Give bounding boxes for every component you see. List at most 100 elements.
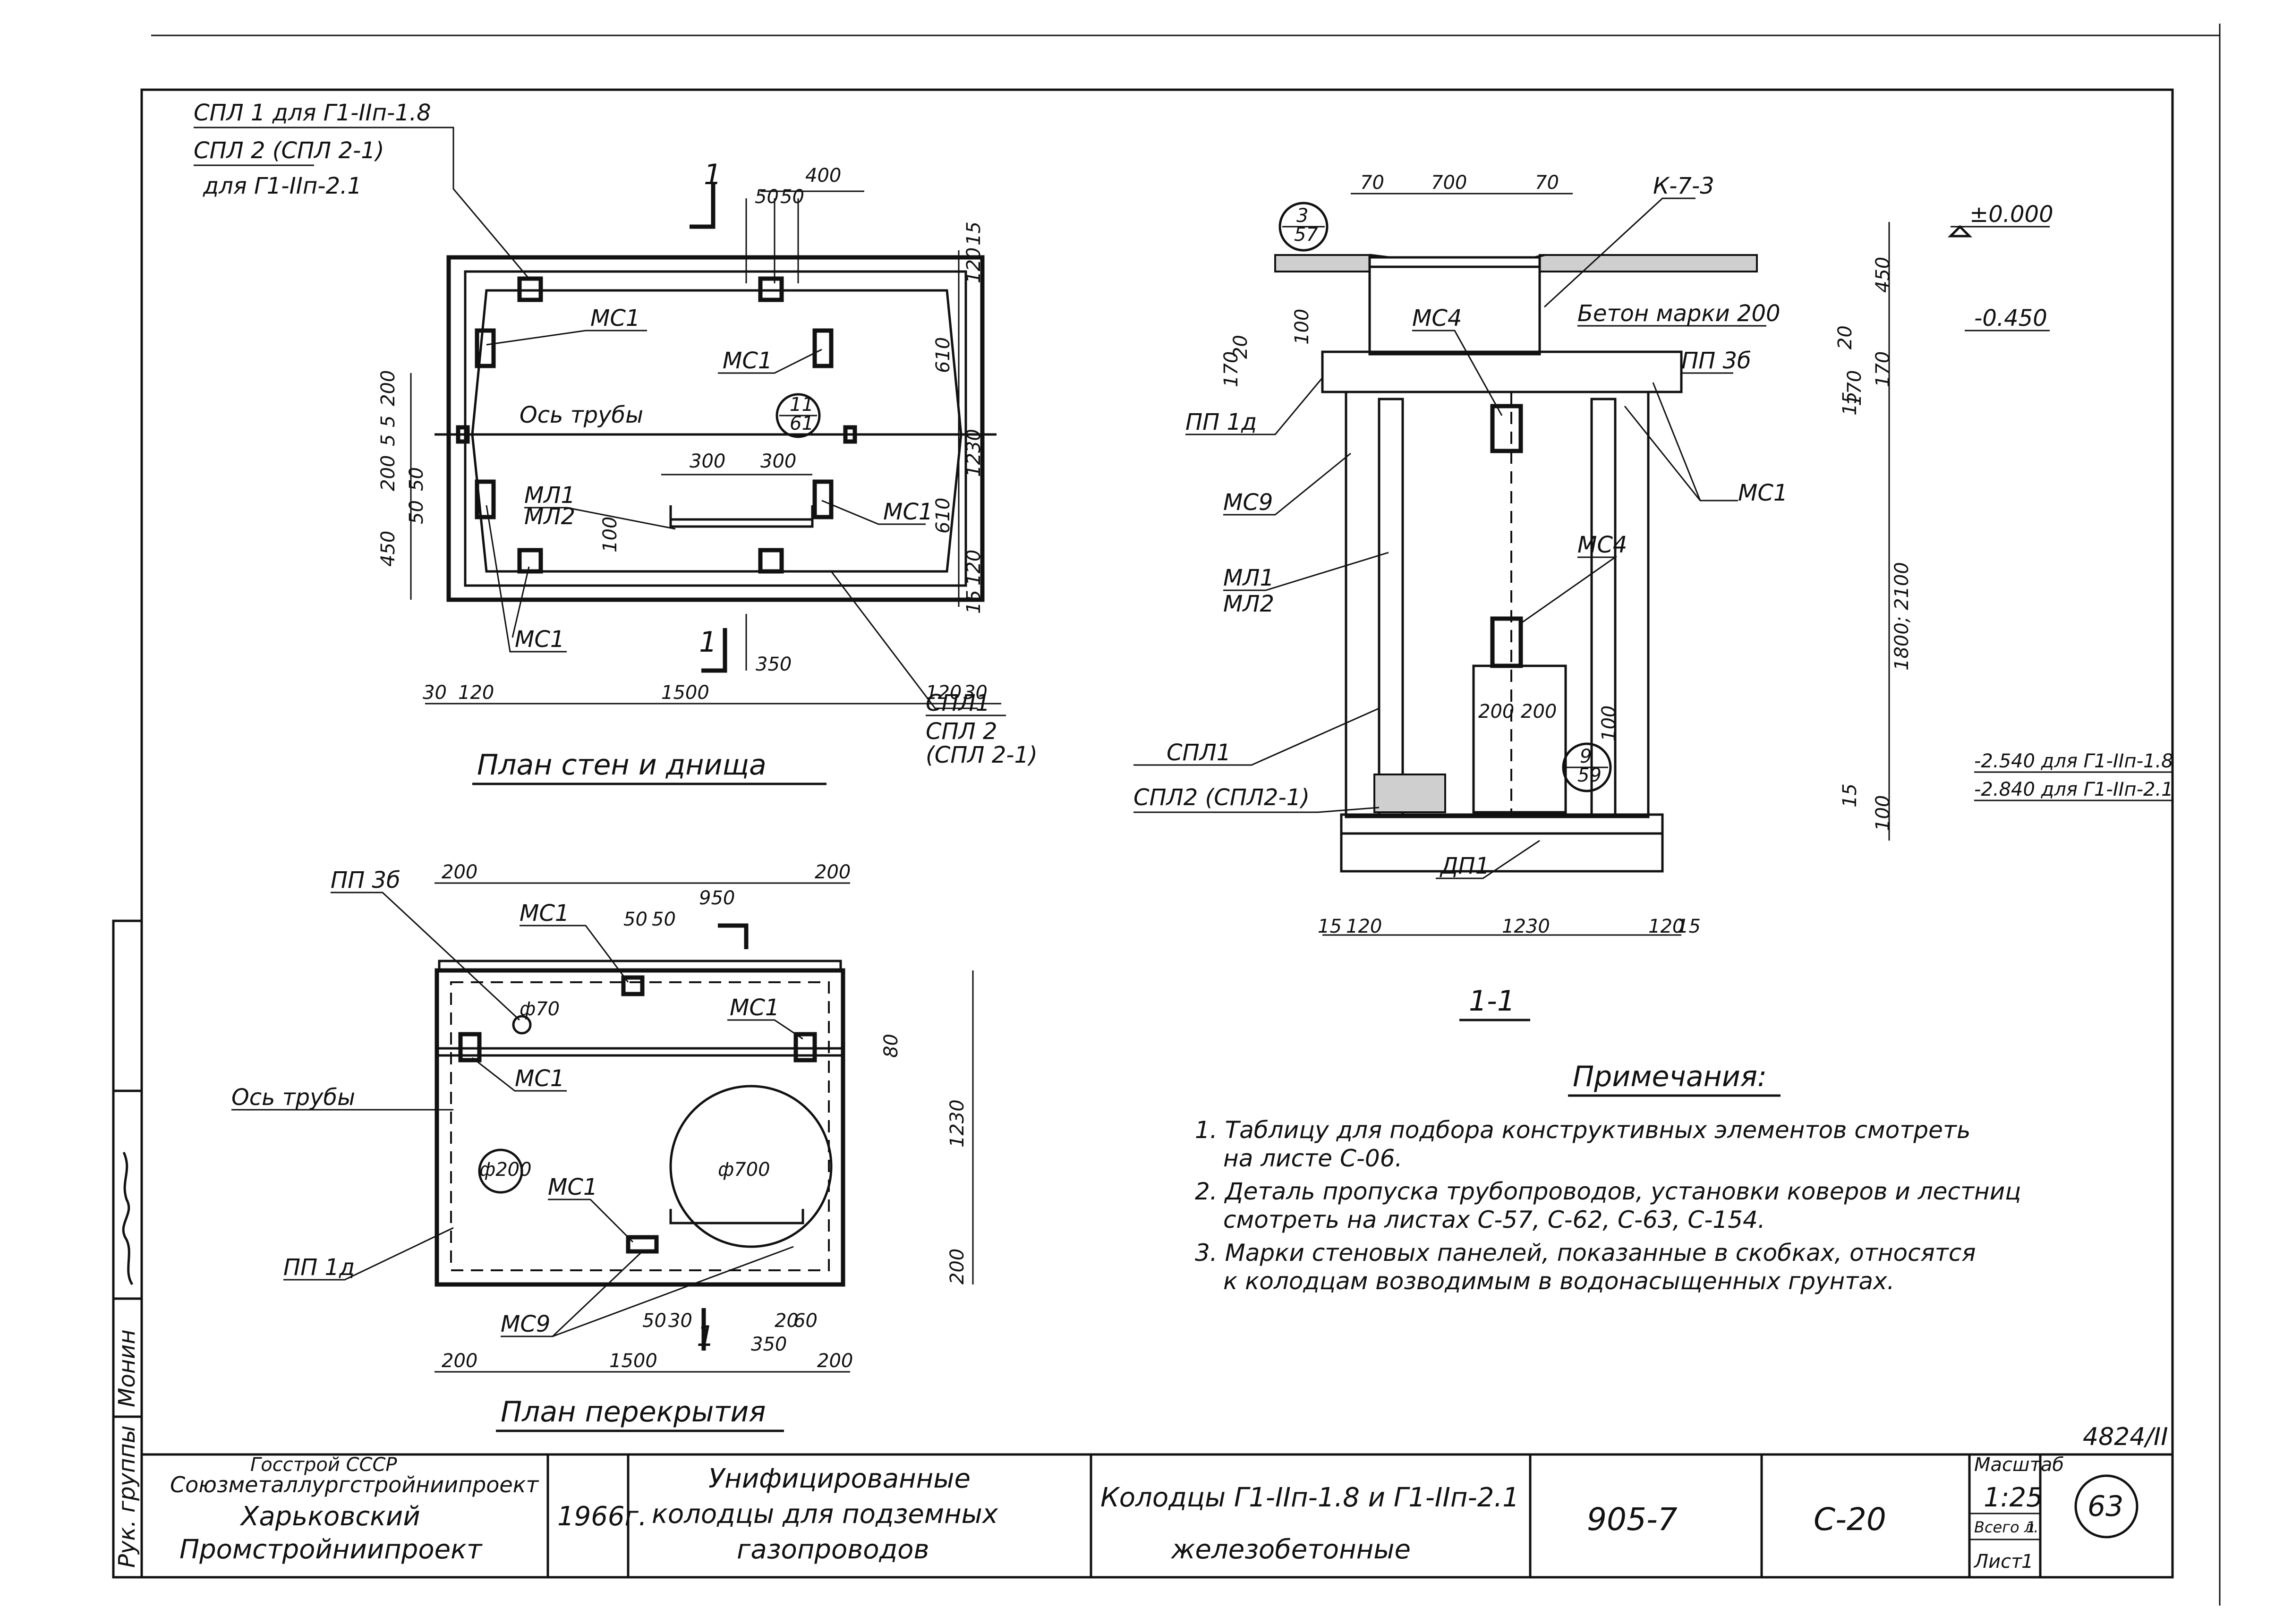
- svg-text:100: 100: [599, 517, 621, 553]
- callout-spl2-for: для Г1-ІІп-2.1: [203, 173, 362, 199]
- svg-text:1: 1: [2021, 1551, 2033, 1573]
- sheet-frame: [113, 24, 2221, 1606]
- svg-text:50: 50: [406, 467, 427, 491]
- svg-text:950: 950: [699, 887, 735, 909]
- svg-text:МС4: МС4: [1412, 305, 1462, 332]
- svg-text:Всего л.: Всего л.: [1974, 1518, 2038, 1536]
- section-mark-bottom: 1: [699, 626, 717, 659]
- svg-text:МС1: МС1: [590, 305, 640, 332]
- svg-text:120: 120: [926, 682, 962, 704]
- svg-text:200: 200: [815, 861, 851, 883]
- svg-text:200: 200: [377, 455, 399, 491]
- svg-text:610: 610: [932, 498, 954, 534]
- svg-text:200: 200: [1478, 701, 1514, 723]
- svg-text:20: 20: [1834, 325, 1856, 349]
- svg-text:5: 5: [377, 434, 399, 446]
- svg-text:МС1: МС1: [723, 348, 772, 374]
- svg-text:15: 15: [963, 590, 985, 614]
- svg-text:50: 50: [642, 1310, 666, 1332]
- svg-text:1800; 2100: 1800; 2100: [1891, 562, 1913, 671]
- svg-text:МС9: МС9: [1223, 489, 1273, 516]
- sheet-code: С-20: [1814, 1501, 1886, 1538]
- svg-text:15: 15: [1318, 916, 1342, 937]
- svg-text:1230: 1230: [963, 429, 985, 477]
- svg-text:1500: 1500: [661, 682, 709, 704]
- title-block: Госстрой СССР Союзметаллургстройниипроек…: [140, 1423, 2174, 1579]
- svg-text:МС1: МС1: [730, 995, 779, 1021]
- svg-text:Союзметаллургстройниипроект: Союзметаллургстройниипроект: [170, 1472, 539, 1497]
- svg-text:200: 200: [442, 1350, 477, 1372]
- svg-text:100: 100: [1872, 795, 1894, 831]
- svg-text:1: 1: [2026, 1518, 2036, 1536]
- level-minus-2840: -2.840 для Г1-ІІп-2.1: [1974, 779, 2173, 800]
- svg-text:100: 100: [1598, 706, 1620, 741]
- svg-text:120: 120: [963, 550, 985, 586]
- label-axis: Ось трубы: [520, 402, 643, 428]
- svg-text:120: 120: [963, 247, 985, 283]
- svg-text:МС1: МС1: [548, 1174, 597, 1200]
- svg-text:200: 200: [1521, 701, 1557, 723]
- note-line-6: к колодцам возводимым в водонасыщенных г…: [1223, 1267, 1894, 1295]
- svg-text:300: 300: [760, 451, 796, 472]
- svg-text:СПЛ2 (СПЛ2-1): СПЛ2 (СПЛ2-1): [1133, 784, 1310, 811]
- year: 1966г.: [557, 1501, 647, 1532]
- callout-spl2: СПЛ 2 (СПЛ 2-1): [194, 137, 384, 164]
- callout-spl1-for: СПЛ 1 для Г1-ІІп-1.8: [194, 100, 431, 126]
- page-number: 63: [2088, 1490, 2123, 1523]
- notes: Примечания: 1. Таблицу для подбора конст…: [1195, 1060, 2021, 1295]
- plan-cover-title: План перекрытия: [501, 1395, 766, 1428]
- svg-text:СПЛ1: СПЛ1: [926, 690, 990, 716]
- svg-text:ПП 3б: ПП 3б: [331, 867, 400, 893]
- svg-text:5: 5: [377, 416, 399, 427]
- svg-text:колодцы для подземных: колодцы для подземных: [652, 1499, 998, 1530]
- svg-text:11: 11: [790, 394, 814, 416]
- section-mark-top: 1: [704, 158, 722, 191]
- note-line-1: 1. Таблицу для подбора конструктивных эл…: [1195, 1116, 1970, 1144]
- svg-text:МС1: МС1: [520, 900, 569, 927]
- svg-text:50: 50: [623, 909, 648, 930]
- svg-text:15: 15: [1839, 391, 1861, 416]
- svg-text:450: 450: [1872, 257, 1894, 293]
- svg-text:(СПЛ 2-1): (СПЛ 2-1): [926, 742, 1038, 768]
- svg-text:9: 9: [1580, 746, 1592, 767]
- svg-text:70: 70: [1360, 172, 1384, 194]
- svg-text:железобетонные: железобетонные: [1170, 1534, 1411, 1565]
- side-stamp: Рук. группы Монин: [112, 919, 143, 1579]
- level-minus-0450: -0.450: [1974, 305, 2047, 332]
- svg-text:ПП 1д: ПП 1д: [283, 1254, 355, 1281]
- svg-text:МЛ1: МЛ1: [524, 482, 575, 509]
- dim-400: 400: [805, 165, 841, 187]
- svg-text:170: 170: [1872, 351, 1894, 387]
- svg-text:газопроводов: газопроводов: [737, 1534, 929, 1565]
- svg-text:350: 350: [756, 654, 792, 675]
- level-0: ±0.000: [1969, 201, 2053, 228]
- svg-text:К-7-3: К-7-3: [1653, 173, 1714, 199]
- note-line-4: смотреть на листах С-57, С-62, С-63, С-1…: [1223, 1206, 1765, 1233]
- svg-text:ДП1: ДП1: [1440, 853, 1490, 879]
- svg-text:15: 15: [963, 221, 985, 246]
- svg-text:МЛ1: МЛ1: [1223, 565, 1274, 591]
- svg-text:57: 57: [1294, 224, 1318, 246]
- plan-walls: 400 50 50 15 120 610 1230 610 120 15 200…: [194, 100, 1038, 785]
- svg-text:30: 30: [963, 682, 988, 704]
- svg-text:МС1: МС1: [515, 1065, 564, 1092]
- svg-text:700: 700: [1431, 172, 1467, 194]
- svg-text:1500: 1500: [609, 1350, 657, 1372]
- svg-text:3: 3: [1296, 205, 1308, 227]
- stamp-surname: Монин: [114, 1329, 140, 1407]
- svg-text:15: 15: [1677, 916, 1701, 937]
- section-title: 1-1: [1469, 985, 1515, 1018]
- svg-text:ПП 3б: ПП 3б: [1681, 348, 1751, 374]
- svg-text:СПЛ 2: СПЛ 2: [926, 718, 997, 745]
- svg-text:1230: 1230: [1502, 916, 1550, 937]
- svg-text:170: 170: [1220, 351, 1242, 387]
- svg-text:610: 610: [932, 337, 954, 373]
- level-minus-2540: -2.540 для Г1-ІІп-1.8: [1974, 750, 2173, 772]
- svg-text:30: 30: [423, 682, 447, 704]
- note-line-5: 3. Марки стеновых панелей, показанные в …: [1195, 1239, 1976, 1267]
- svg-text:Промстройниипроект: Промстройниипроект: [179, 1534, 483, 1565]
- svg-text:МС1: МС1: [515, 626, 564, 653]
- dim-50a: 50: [755, 186, 779, 208]
- svg-text:170: 170: [1844, 370, 1866, 406]
- svg-text:60: 60: [793, 1310, 818, 1332]
